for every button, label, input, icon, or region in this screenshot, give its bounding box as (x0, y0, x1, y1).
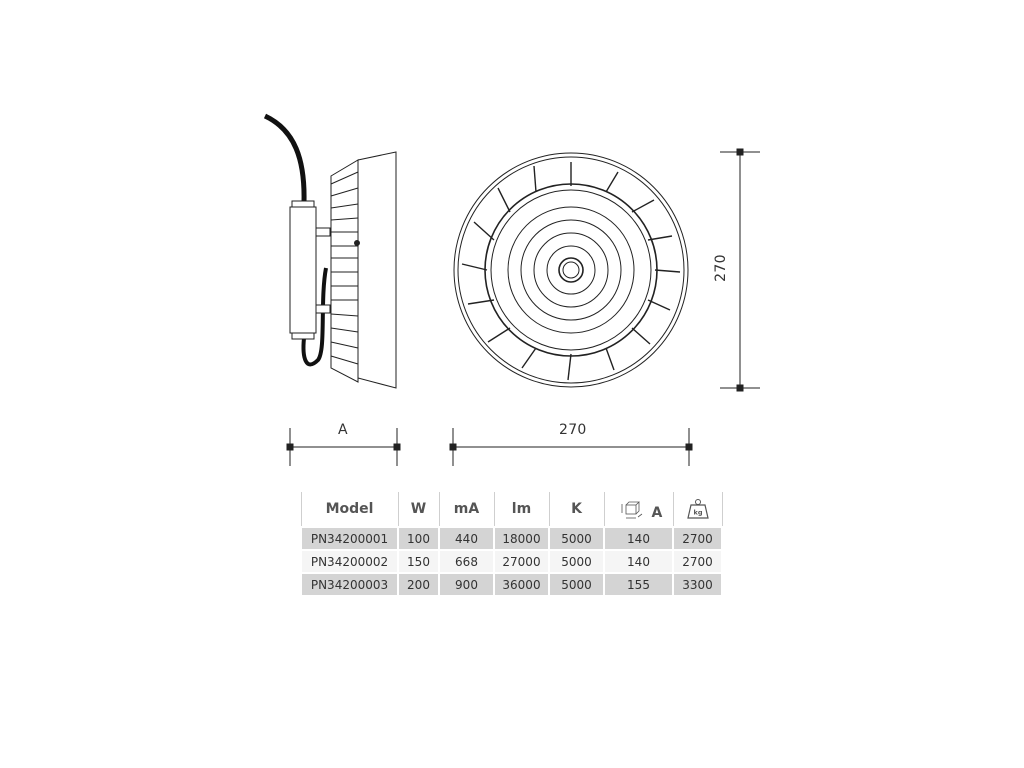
cell-model: PN34200001 (300, 526, 399, 551)
spec-table: Model W mA lm K A (300, 492, 723, 597)
kg-icon-text: kg (693, 509, 702, 517)
center-lens (558, 257, 584, 283)
cell-model: PN34200003 (300, 572, 399, 597)
cell-watt: 150 (397, 549, 440, 574)
header-size: A (603, 492, 674, 527)
cell-weight: 3300 (672, 572, 723, 597)
height-dimension-label: 270 (712, 254, 729, 282)
cell-current: 440 (438, 526, 495, 551)
kg-weight-icon: kg (686, 499, 709, 519)
table-row: PN34200002 150 668 27000 5000 140 2700 (300, 549, 723, 574)
heatsink-outline (330, 159, 359, 383)
cell-current: 668 (438, 549, 495, 574)
header-size-letter: A (651, 505, 663, 521)
header-watt: W (397, 492, 440, 527)
power-cable-lower (301, 267, 328, 367)
cell-kelvin: 5000 (548, 572, 605, 597)
table-header-row: Model W mA lm K A (300, 492, 723, 527)
reflector-side (357, 151, 397, 389)
cell-model: PN34200002 (300, 549, 399, 574)
cell-lumen: 18000 (493, 526, 550, 551)
cell-current: 900 (438, 572, 495, 597)
table-row: PN34200001 100 440 18000 5000 140 2700 (300, 526, 723, 551)
cell-lumen: 36000 (493, 572, 550, 597)
cell-lumen: 27000 (493, 549, 550, 574)
heatsink-fins-front (461, 162, 681, 381)
diameter-dimension-label: 270 (559, 422, 587, 438)
header-kelvin: K (548, 492, 605, 527)
header-current: mA (438, 492, 495, 527)
header-model: Model (300, 492, 399, 527)
front-view (453, 152, 689, 388)
cell-weight: 2700 (672, 526, 723, 551)
table-row: PN34200003 200 900 36000 5000 155 3300 (300, 572, 723, 597)
heatsink-fins (330, 171, 359, 365)
power-cable (263, 113, 307, 203)
header-weight: kg (672, 492, 723, 527)
cell-kelvin: 5000 (548, 526, 605, 551)
cell-kelvin: 5000 (548, 549, 605, 574)
technical-drawing (263, 113, 760, 466)
cell-weight: 2700 (672, 549, 723, 574)
cell-size: 140 (603, 526, 674, 551)
depth-dimension-label: A (338, 422, 348, 438)
dimension-lines (286, 148, 760, 466)
outer-ring (453, 152, 689, 388)
driver-box (289, 206, 317, 334)
cell-size: 155 (603, 572, 674, 597)
header-lumen: lm (493, 492, 550, 527)
box-dimensions-icon (621, 501, 642, 519)
cell-watt: 200 (397, 572, 440, 597)
cell-watt: 100 (397, 526, 440, 551)
cell-size: 140 (603, 549, 674, 574)
side-view (263, 113, 397, 389)
